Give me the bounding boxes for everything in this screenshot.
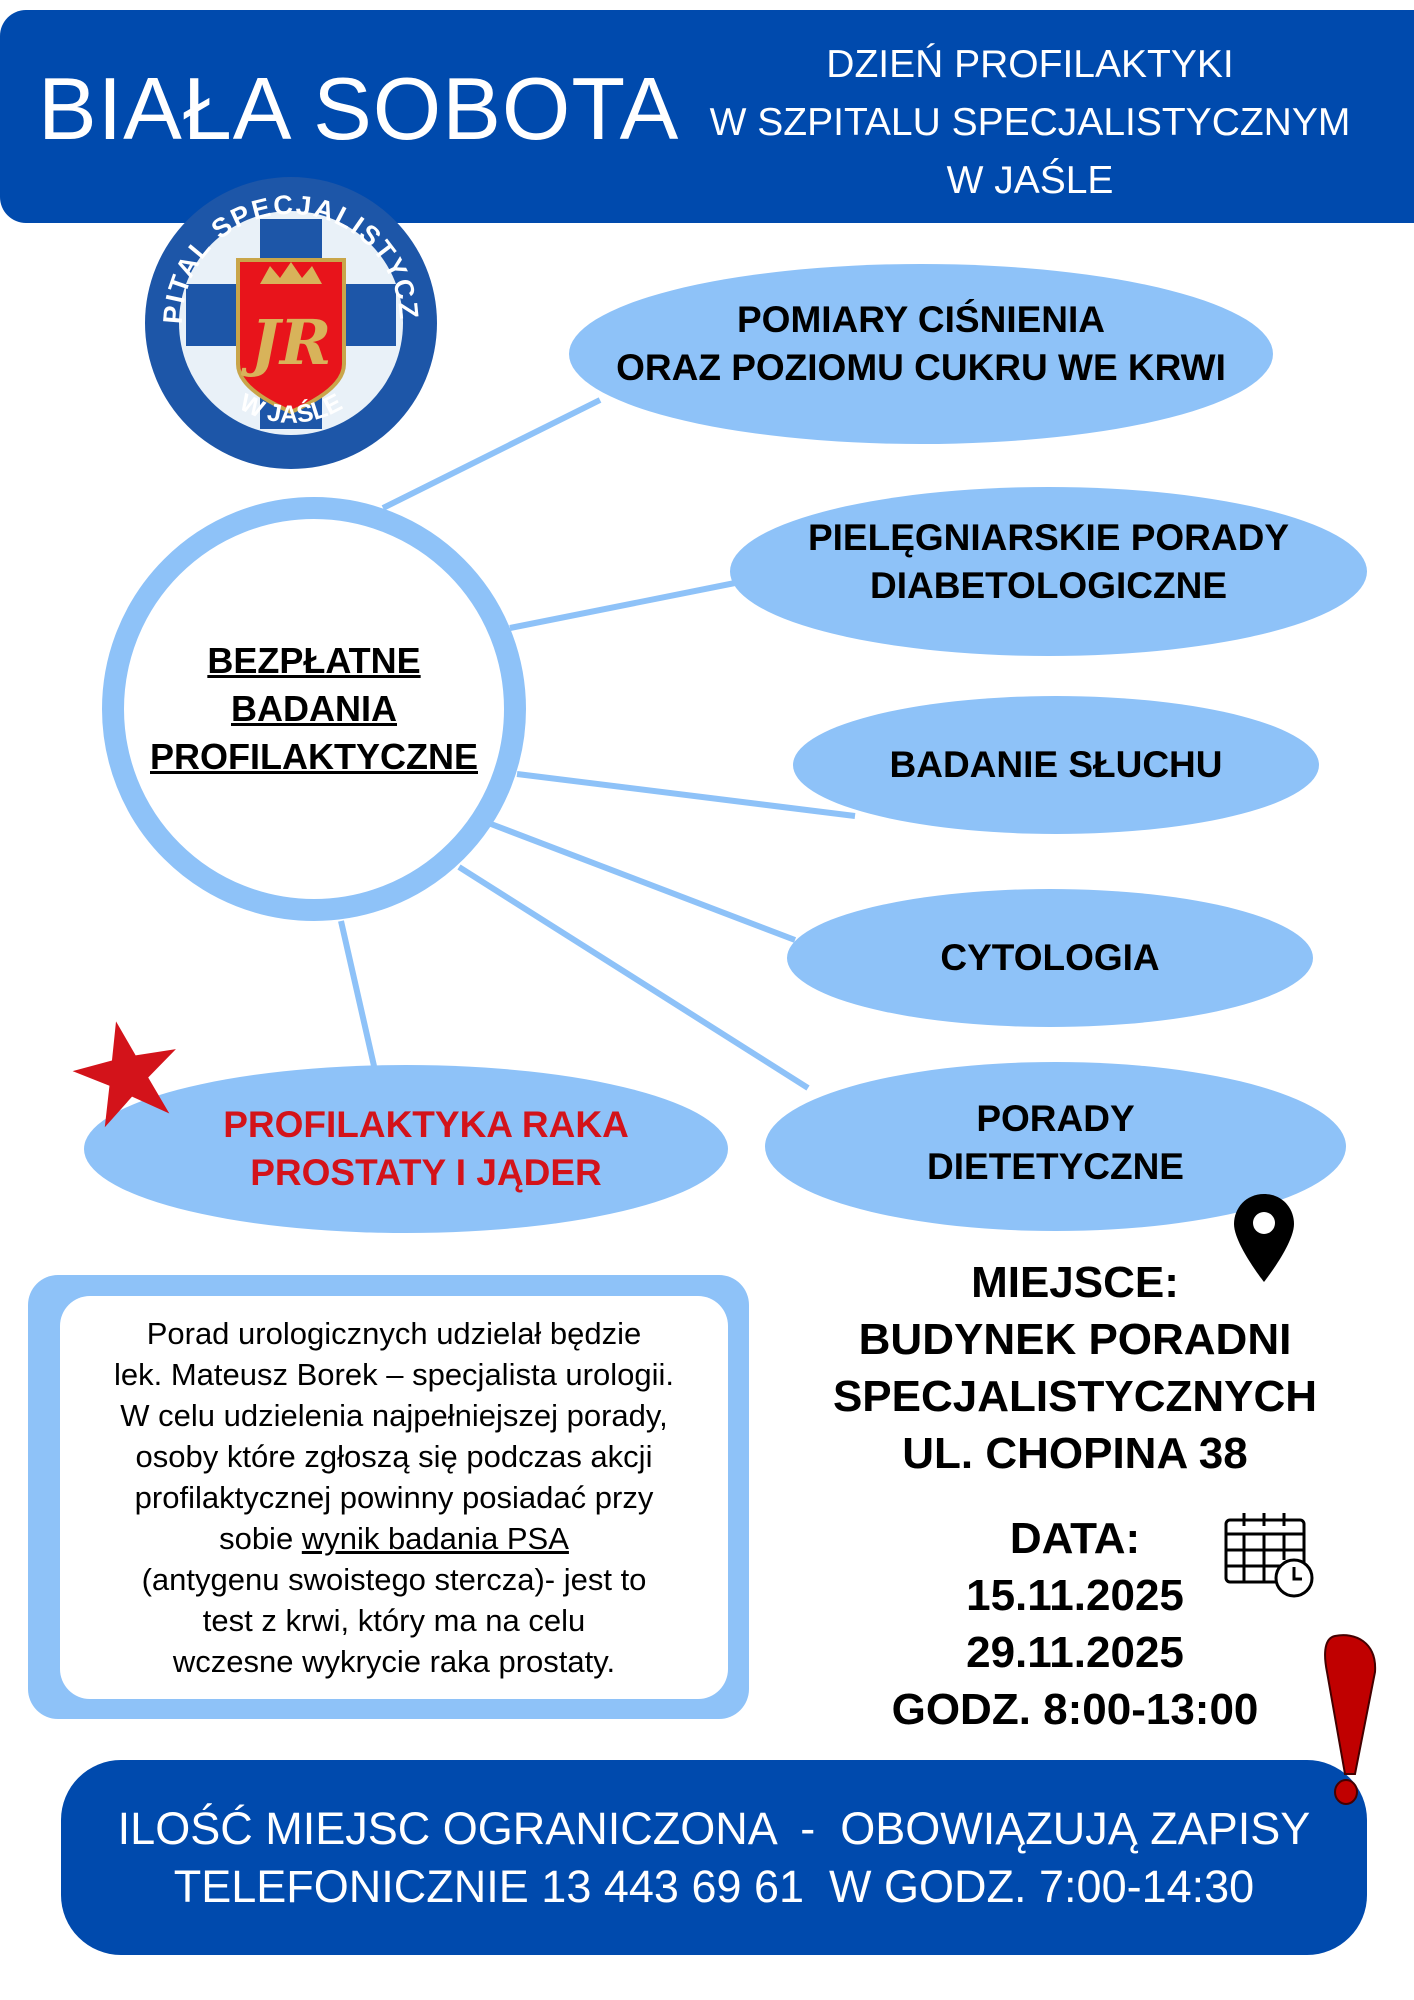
place-line: UL. CHOPINA 38	[902, 1429, 1248, 1478]
header-banner	[0, 10, 1414, 223]
location-pin-icon	[1234, 1194, 1294, 1282]
prostate-cancer-prevention: PROFILAKTYKA RAKA PROSTATY I JĄDER	[84, 1065, 728, 1233]
date-line: 15.11.2025	[966, 1571, 1184, 1620]
place-line: BUDYNEK PORADNI	[858, 1315, 1292, 1364]
connector-line	[516, 771, 856, 819]
connector-line	[489, 821, 797, 943]
service-line: ORAZ POZIOMU CUKRU WE KRWI	[616, 347, 1226, 388]
connector-line	[338, 920, 377, 1067]
footer-line: ILOŚĆ MIEJSC OGRANICZONA - OBOWIĄZUJĄ ZA…	[117, 1802, 1311, 1854]
service-line: DIETETYCZNE	[927, 1145, 1184, 1187]
info-line: test z krwi, który ma na celu	[202, 1603, 586, 1638]
service-diabetes-advice: PIELĘGNIARSKIE PORADY DIABETOLOGICZNE	[730, 487, 1367, 656]
hospital-logo: JR SZPITAL SPECJALISTYCZNY W JAŚLE	[142, 174, 437, 469]
service-line: PORADY	[976, 1097, 1135, 1139]
center-line: PROFILAKTYCZNE	[150, 736, 478, 777]
event-subtitle: DZIEŃ PROFILAKTYKI W SZPITALU SPECJALIST…	[680, 36, 1380, 210]
event-location: MIEJSCE: BUDYNEK PORADNI SPECJALISTYCZNY…	[800, 1254, 1350, 1482]
free-checkups-circle: BEZPŁATNE BADANIA PROFILAKTYCZNE	[102, 497, 526, 921]
service-hearing-test: BADANIE SŁUCHU	[793, 696, 1319, 834]
info-line: wczesne wykrycie raka prostaty.	[172, 1644, 616, 1679]
date-line: DATA:	[1009, 1514, 1141, 1563]
info-line: lek. Mateusz Borek – specjalista urologi…	[114, 1357, 674, 1392]
info-line: sobie wynik badania PSA	[219, 1518, 569, 1559]
connector-line	[381, 397, 602, 511]
place-line: SPECJALISTYCZNYCH	[832, 1372, 1318, 1421]
date-line: GODZ. 8:00-13:00	[891, 1685, 1259, 1734]
subtitle-line: DZIEŃ PROFILAKTYKI	[826, 43, 1234, 86]
info-line: W celu udzielenia najpełniejszej porady,	[120, 1398, 668, 1433]
info-line: profilaktycznej powinny posiadać przy	[134, 1480, 654, 1515]
service-line: PIELĘGNIARSKIE PORADY	[807, 516, 1290, 558]
highlight-line: PROSTATY I JĄDER	[250, 1152, 602, 1193]
service-line: POMIARY CIŚNIENIA	[737, 299, 1105, 340]
urology-info-text: Porad urologicznych udzielał będzie lek.…	[60, 1296, 728, 1699]
highlight-line: PROFILAKTYKA RAKA	[223, 1104, 629, 1145]
connector-line	[509, 580, 736, 631]
psa-result-text: wynik badania PSA	[301, 1521, 569, 1556]
service-line: CYTOLOGIA	[940, 937, 1160, 978]
place-line: MIEJSCE:	[971, 1258, 1179, 1307]
svg-text:JR: JR	[241, 306, 332, 379]
registration-banner: ILOŚĆ MIEJSC OGRANICZONA - OBOWIĄZUJĄ ZA…	[61, 1760, 1367, 1955]
event-dates: DATA: 15.11.2025 29.11.2025 GODZ. 8:00-1…	[800, 1510, 1350, 1738]
event-title: BIAŁA SOBOTA	[38, 59, 680, 158]
connector-line	[457, 864, 810, 1091]
info-line: Porad urologicznych udzielał będzie	[146, 1316, 642, 1351]
center-line: BEZPŁATNE	[207, 640, 421, 681]
footer-line: TELEFONICZNIE 13 443 69 61 W GODZ. 7:00-…	[173, 1860, 1255, 1912]
calendar-clock-icon	[1224, 1513, 1314, 1598]
center-line: BADANIA	[231, 688, 397, 729]
service-line: DIABETOLOGICZNE	[870, 564, 1227, 606]
date-line: 29.11.2025	[966, 1628, 1184, 1677]
service-line: BADANIE SŁUCHU	[889, 744, 1223, 785]
service-blood-pressure-sugar: POMIARY CIŚNIENIA ORAZ POZIOMU CUKRU WE …	[569, 264, 1273, 444]
info-line: osoby które zgłoszą się podczas akcji	[135, 1439, 653, 1474]
service-cytology: CYTOLOGIA	[787, 889, 1313, 1027]
info-line: (antygenu swoistego stercza)- jest to	[141, 1562, 647, 1597]
star-icon	[72, 1021, 176, 1128]
exclamation-icon	[1324, 1634, 1377, 1805]
subtitle-line: W SZPITALU SPECJALISTYCZNYM	[709, 101, 1351, 144]
psa-prefix: sobie	[219, 1521, 302, 1556]
subtitle-line: W JAŚLE	[946, 159, 1114, 202]
